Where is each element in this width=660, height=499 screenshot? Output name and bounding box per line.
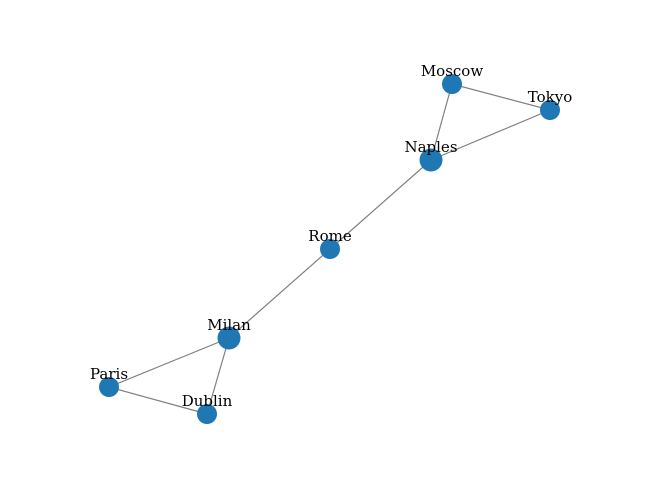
node-label-dublin: Dublin xyxy=(182,392,233,410)
node-label-rome: Rome xyxy=(308,227,352,245)
nodes-layer xyxy=(99,74,560,424)
edge-moscow-tokyo xyxy=(451,83,551,111)
node-tokyo xyxy=(540,100,560,120)
edge-moscow-naples xyxy=(430,83,453,161)
node-label-milan: Milan xyxy=(207,316,251,334)
node-label-naples: Naples xyxy=(404,138,457,156)
node-naples xyxy=(419,148,443,172)
node-moscow xyxy=(442,74,462,94)
node-dublin xyxy=(197,404,217,424)
node-label-tokyo: Tokyo xyxy=(528,88,572,106)
node-label-moscow: Moscow xyxy=(421,62,484,80)
node-milan xyxy=(217,326,241,350)
edges-layer xyxy=(108,83,551,415)
edge-paris-dublin xyxy=(108,386,208,415)
edge-tokyo-naples xyxy=(430,109,551,161)
node-label-paris: Paris xyxy=(90,365,128,383)
edge-milan-paris xyxy=(108,337,230,388)
edge-naples-rome xyxy=(329,159,432,250)
node-rome xyxy=(320,239,340,259)
node-paris xyxy=(99,377,119,397)
edge-rome-milan xyxy=(228,248,331,339)
edge-milan-dublin xyxy=(206,337,230,415)
